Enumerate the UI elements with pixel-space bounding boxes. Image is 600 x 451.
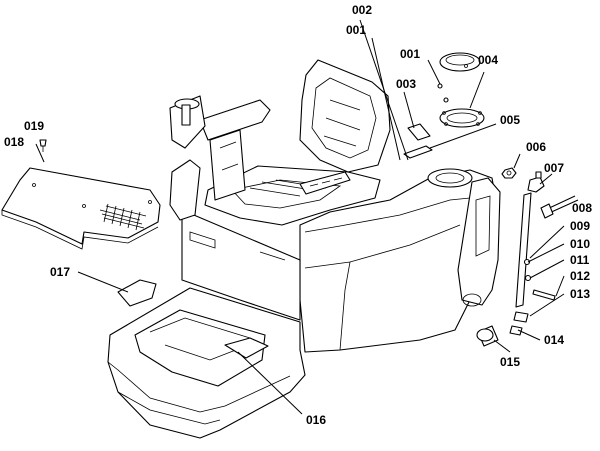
callout-005: 005 [500,113,520,127]
callout-017: 017 [50,265,70,279]
callout-019: 019 [24,119,44,133]
callout-008: 008 [572,201,592,215]
callout-010: 010 [570,237,590,251]
ring-screws [437,83,449,103]
mat-screw [39,139,47,152]
callout-014: 014 [544,333,564,347]
callout-009: 009 [570,219,590,233]
callout-018: 018 [4,135,24,149]
callout-012: 012 [570,269,590,283]
callout-003: 003 [396,77,416,91]
bearing-ring [439,108,485,128]
callout-labels: 002 001 001 004 003 005 006 007 008 009 … [4,3,592,427]
callout-007: 007 [544,161,564,175]
callout-001: 001 [400,47,420,61]
operator-seat [204,59,391,226]
callout-015: 015 [500,355,520,369]
leader-lines [35,19,565,415]
fitting-valve [527,171,545,193]
hose-fittings [540,195,579,219]
callout-001: 001 [346,23,366,37]
floor-insert-pad [117,279,157,307]
hydraulic-rod [515,192,532,308]
left-armrest-joystick [169,95,271,201]
floor-mat [1,167,161,250]
mat-tread-pattern [99,203,147,231]
hex-nut [501,167,517,179]
callout-016: 016 [306,413,326,427]
callout-004: 004 [478,53,498,67]
left-fender-rim [169,159,201,221]
operator-platform-body [107,168,501,439]
callout-002: 002 [352,3,372,17]
callout-013: 013 [570,287,590,301]
mounting-bracket [407,123,431,141]
bracket-strip [403,145,433,159]
cylinder-bushing [476,325,499,347]
cover-plate [439,52,481,72]
callout-006: 006 [526,140,546,154]
callout-011: 011 [570,253,590,267]
